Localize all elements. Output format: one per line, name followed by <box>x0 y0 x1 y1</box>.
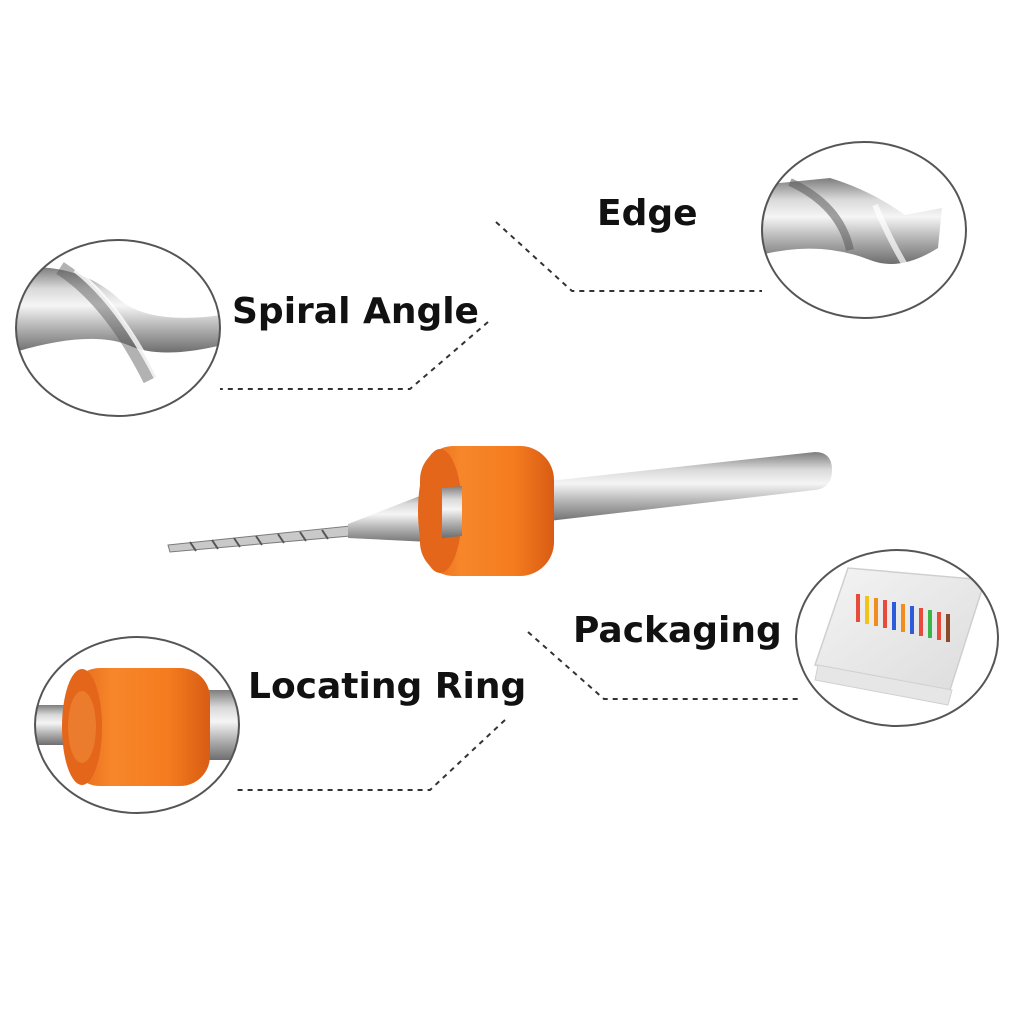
locating-ring-callout <box>34 636 240 814</box>
locating-leader-line <box>237 719 506 791</box>
spiral-callout-border <box>15 239 221 417</box>
locating-ring-label: Locating Ring <box>248 666 527 707</box>
spiral-detail-callout <box>15 239 221 417</box>
packaging-label: Packaging <box>573 610 782 651</box>
edge-detail-callout <box>761 141 967 319</box>
edge-callout-border <box>761 141 967 319</box>
flute-twists <box>189 529 329 552</box>
packaging-leader-line <box>527 631 798 700</box>
spiral-angle-label: Spiral Angle <box>232 291 479 332</box>
packaged-drill-bits <box>856 594 950 642</box>
edge-label: Edge <box>597 193 698 234</box>
packaging-callout-border <box>795 549 999 727</box>
packaging-callout <box>795 549 999 727</box>
leader-lines <box>220 221 798 791</box>
drill-shank <box>540 452 832 522</box>
drill-bit-illustration <box>167 446 832 576</box>
locating-callout-border <box>34 636 240 814</box>
edge-leader-line <box>495 221 762 292</box>
spiral-leader-line <box>220 321 489 390</box>
